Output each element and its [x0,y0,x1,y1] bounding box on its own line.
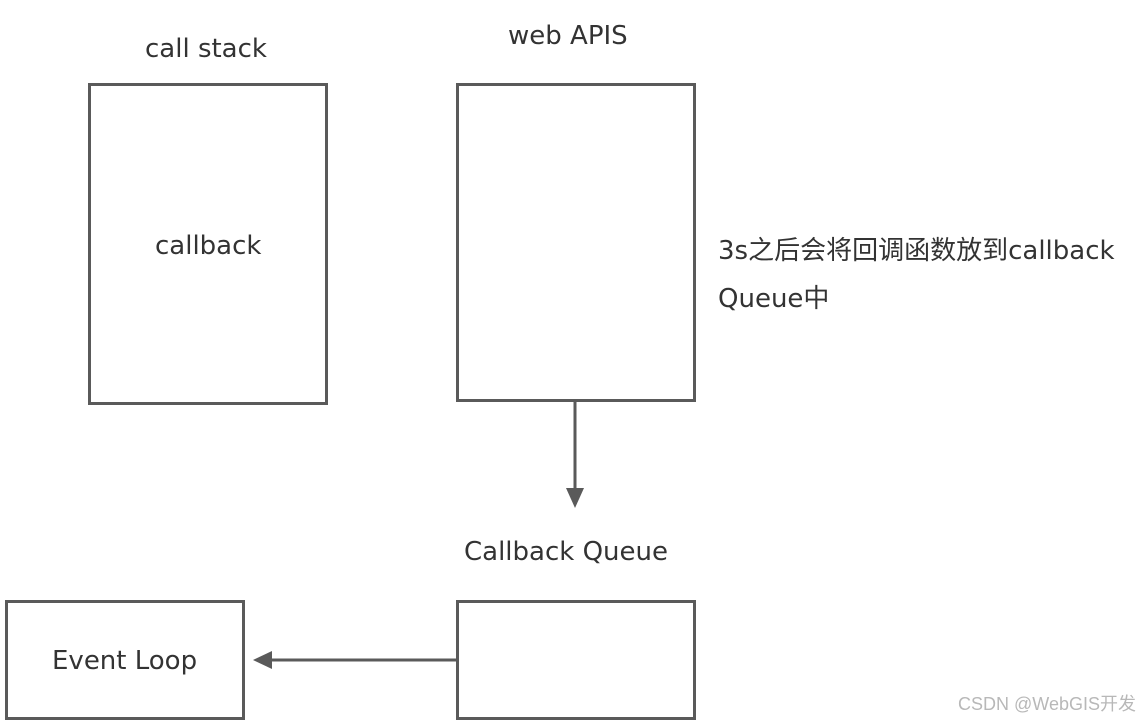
callback-queue-title: Callback Queue [464,537,669,567]
queue-to-event-loop-arrowhead [253,651,272,669]
web-apis-title: web APIS [508,21,628,51]
note-line-1: 3s之后会将回调函数放到callback [718,236,1115,266]
csdn-watermark: CSDN @WebGIS开发 [958,694,1136,714]
web-apis-box [456,83,696,402]
event-loop-text: Event Loop [52,646,198,676]
call-stack-box [88,83,328,405]
call-stack-callback-text: callback [155,231,262,261]
event-loop-box [5,600,245,720]
web-apis-note: 3s之后会将回调函数放到callback Queue中 [718,227,1138,323]
callback-queue-box [456,600,696,720]
call-stack-title: call stack [145,34,267,64]
note-line-2: Queue中 [718,284,830,314]
web-apis-to-queue-arrowhead [566,488,584,508]
